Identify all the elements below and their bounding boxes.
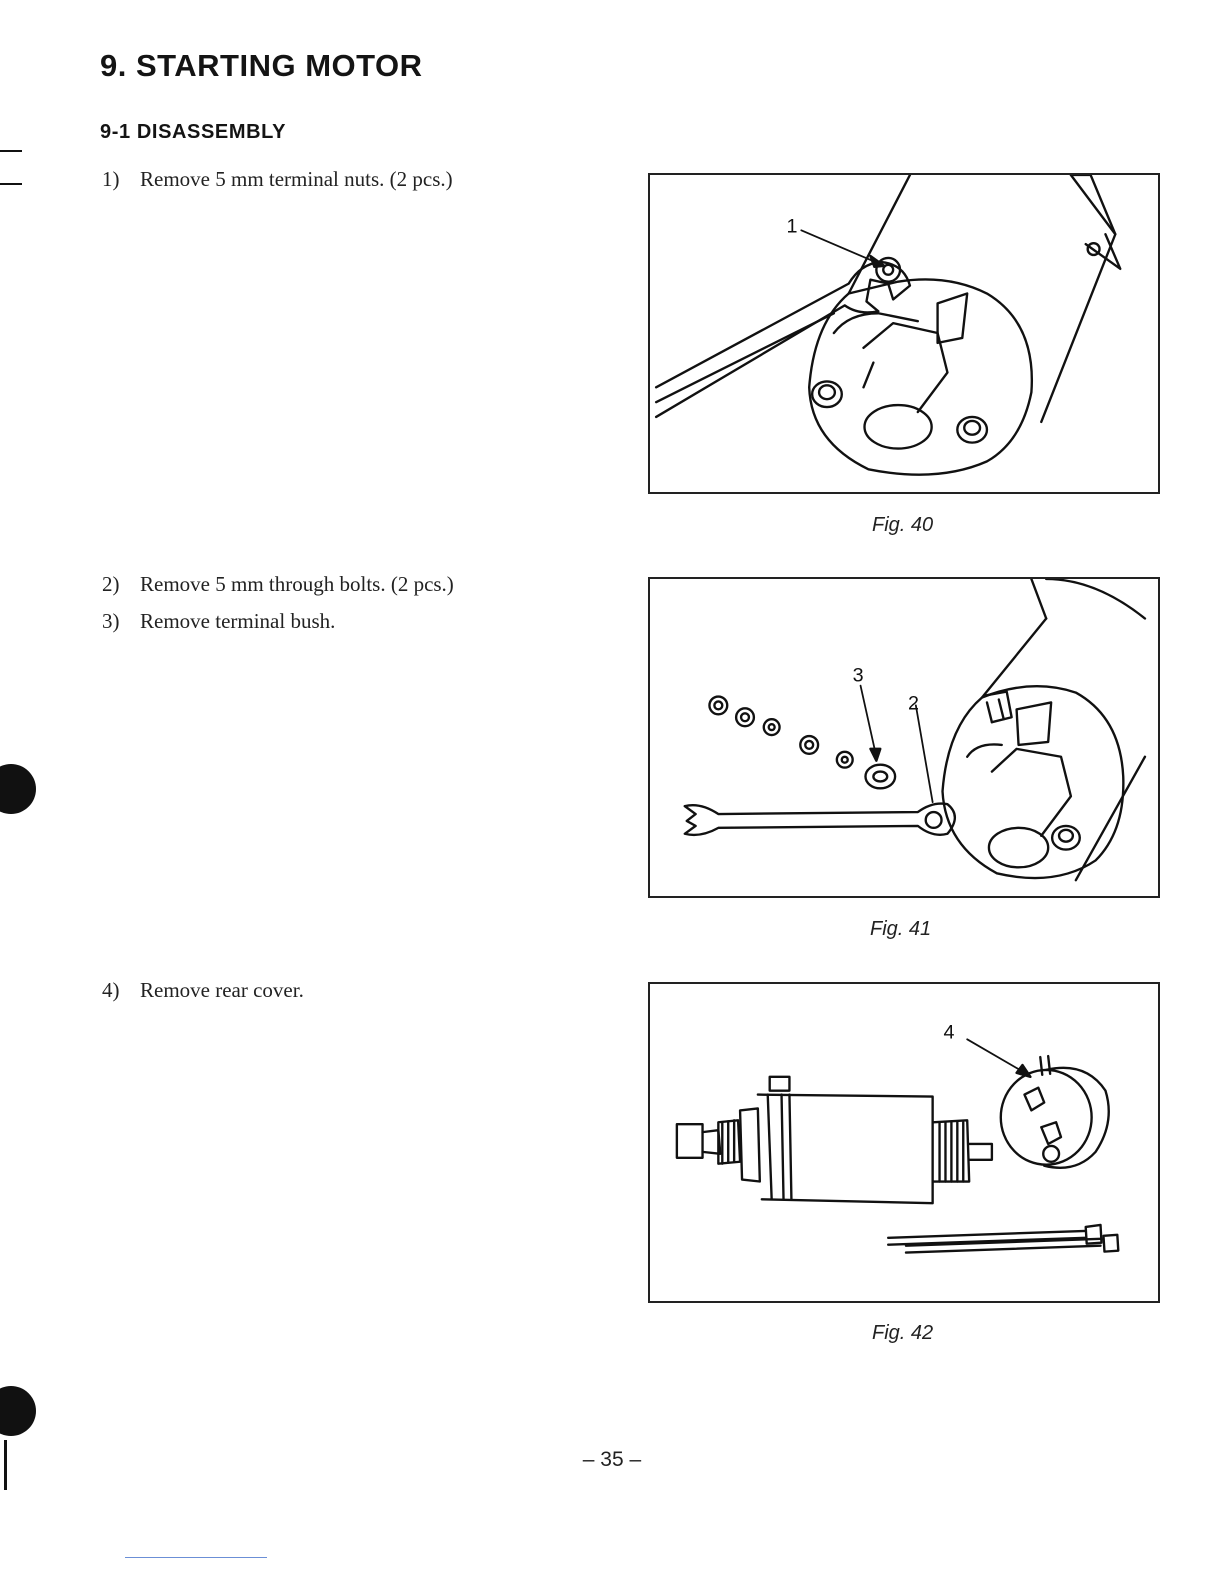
step-number: 2) [102,572,140,597]
step-number: 3) [102,609,140,634]
callout-2: 2 [908,692,919,714]
figure-41-illustration: 3 2 [648,577,1160,898]
step-3: 3)Remove terminal bush. [102,609,335,634]
step-text: Remove rear cover. [140,978,304,1002]
step-4: 4)Remove rear cover. [102,978,304,1003]
figure-40-illustration: 1 [648,173,1160,494]
figure-41-caption: Fig. 41 [870,918,931,941]
callout-3: 3 [853,665,864,687]
step-2: 2)Remove 5 mm through bolts. (2 pcs.) [102,572,454,597]
page-number: – 35 – [0,1448,1224,1472]
step-number: 1) [102,167,140,192]
divider [125,1557,267,1558]
figure-40-caption: Fig. 40 [872,514,933,537]
figure-42-illustration: 4 [648,982,1160,1303]
binder-hole [0,764,36,814]
margin-mark [0,150,22,152]
step-text: Remove 5 mm through bolts. (2 pcs.) [140,572,454,596]
section-heading: 9-1 DISASSEMBLY [100,121,286,144]
callout-4: 4 [944,1021,955,1043]
binder-hole [0,1386,36,1436]
step-text: Remove terminal bush. [140,609,335,633]
figure-42-caption: Fig. 42 [872,1322,933,1345]
step-text: Remove 5 mm terminal nuts. (2 pcs.) [140,167,453,191]
margin-mark [0,183,22,185]
callout-1: 1 [786,215,797,237]
step-number: 4) [102,978,140,1003]
step-1: 1)Remove 5 mm terminal nuts. (2 pcs.) [102,167,453,192]
page-title: 9. STARTING MOTOR [100,48,423,84]
